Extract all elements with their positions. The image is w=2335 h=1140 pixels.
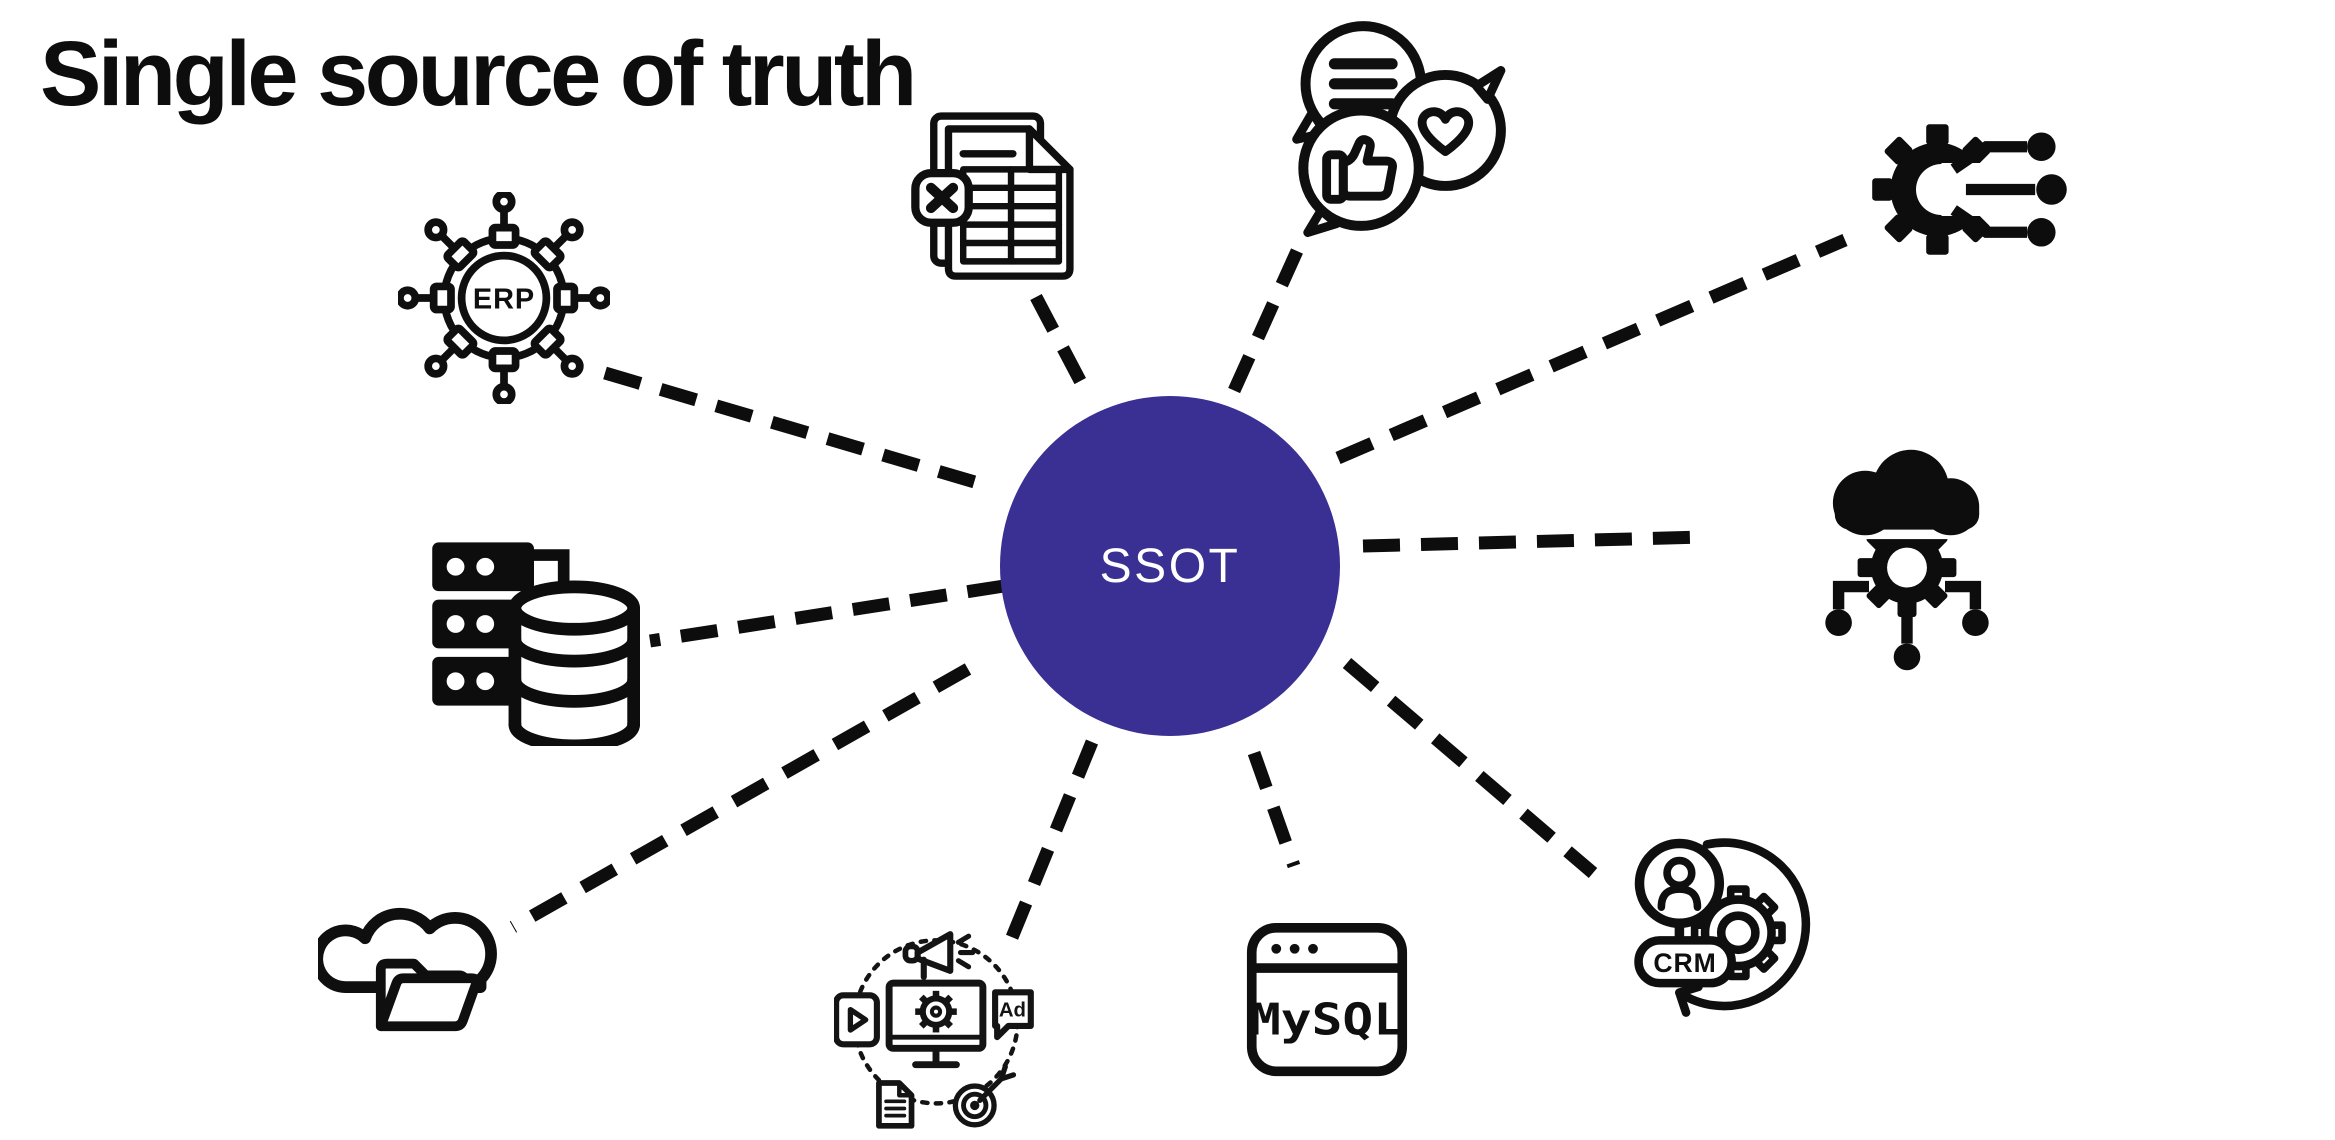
cloud-folder-icon <box>318 907 497 1032</box>
ssot-hub: SSOT <box>1000 396 1340 736</box>
excel-document-icon <box>911 112 1074 280</box>
page-title: Single source of truth <box>40 23 917 125</box>
gear-glyph <box>1690 885 1786 981</box>
monitor-glyph <box>885 979 987 1069</box>
link-automation <box>1335 234 1848 464</box>
ssot-label: SSOT <box>1099 539 1241 593</box>
x-glyph <box>925 182 959 214</box>
link-cloud-storage <box>509 663 972 933</box>
link-database <box>649 579 1005 648</box>
crm-person-gear-icon: CRM <box>1634 838 1811 1017</box>
link-crm <box>1342 658 1598 878</box>
erp-gear-icon: ERP <box>398 192 610 404</box>
mysql-browser-icon: MySQL <box>1246 922 1408 1077</box>
server-database-icon <box>432 542 640 746</box>
marketing-monitor-icon: Ad <box>834 931 1034 1129</box>
megaphone-glyph <box>902 931 976 981</box>
link-cloud-computing <box>1362 530 1707 553</box>
erp-label: ERP <box>473 284 535 316</box>
video-player-glyph <box>834 992 880 1048</box>
link-spreadsheet <box>1030 293 1092 396</box>
document-glyph <box>876 1080 915 1129</box>
cloud-gear-network-icon <box>1825 449 1989 671</box>
cylinder-glyph <box>508 580 640 746</box>
ad-label: Ad <box>999 1000 1026 1022</box>
crm-label: CRM <box>1653 948 1716 978</box>
ad-bubble-glyph <box>992 989 1034 1041</box>
gear-circuit-icon <box>1872 124 2067 255</box>
text-lines <box>1328 58 1398 110</box>
link-erp <box>603 366 980 490</box>
heart-glyph <box>1417 107 1474 156</box>
thumbs-up-glyph <box>1322 135 1397 204</box>
link-social-media <box>1227 248 1303 396</box>
target-dart-glyph <box>952 1064 1017 1128</box>
link-marketing <box>999 739 1099 955</box>
mysql-label: MySQL <box>1250 995 1404 1046</box>
chat-bubbles-like-heart-icon <box>1292 21 1506 237</box>
link-mysql <box>1247 750 1301 869</box>
